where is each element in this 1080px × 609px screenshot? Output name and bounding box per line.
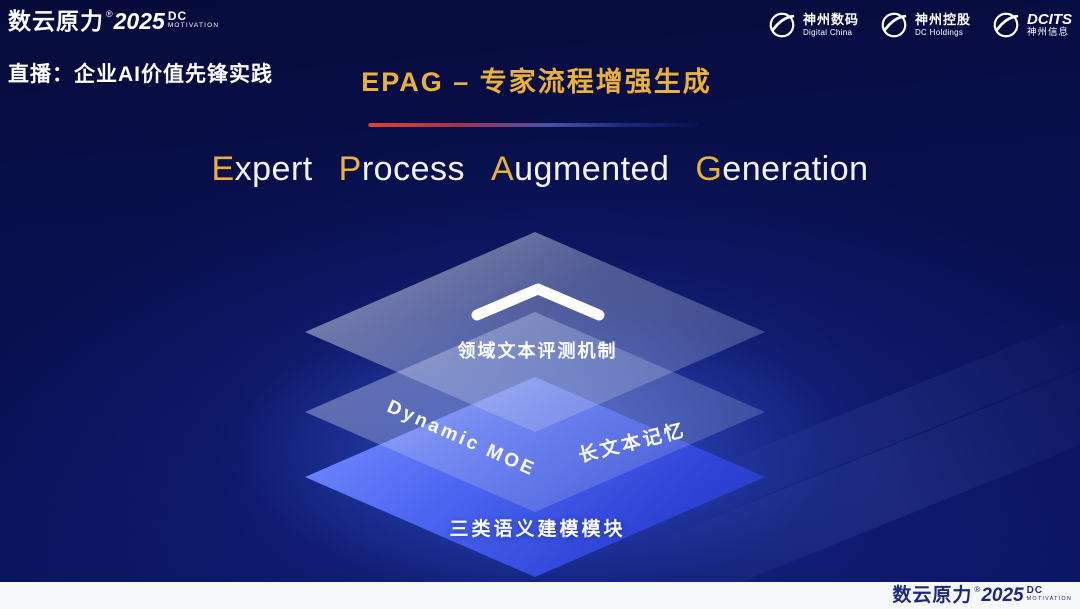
dc-holdings-swoosh-icon xyxy=(881,12,907,38)
brand-year: 2025 xyxy=(981,585,1024,606)
heading-word: Process xyxy=(339,150,465,188)
partner-logo-dcits: DCITS 神州信息 xyxy=(991,10,1072,40)
heading-word: Expert xyxy=(211,150,312,188)
heading-initial: P xyxy=(338,150,362,188)
heading-word: Generation xyxy=(695,150,868,188)
brand-dc: DC xyxy=(167,9,188,23)
registered-mark: ® xyxy=(974,585,981,594)
partner-subtitle: Digital China xyxy=(802,27,853,37)
heading-word: Augmented xyxy=(491,150,669,188)
partner-subtitle: DC Holdings xyxy=(914,27,964,37)
heading-rest: ugmented xyxy=(514,150,670,188)
partner-text: 神州控股 DC Holdings xyxy=(914,11,971,37)
brand-dc-motivation: DC MOTIVATION xyxy=(168,10,219,30)
partner-logos: 神州数码 Digital China 神州控股 DC Holdings DCIT… xyxy=(767,10,1072,40)
brand-dc: DC xyxy=(1026,585,1044,596)
main-heading: Expert Process Augmented Generation xyxy=(0,150,1080,189)
heading-initial: E xyxy=(211,150,235,188)
gradient-divider xyxy=(368,123,699,127)
registered-mark: ® xyxy=(106,9,113,19)
footer-bar: 数云原力 ® 2025 DC MOTIVATION xyxy=(0,582,1080,609)
brand-motivation: MOTIVATION xyxy=(1026,596,1072,602)
brand-dc-motivation: DC MOTIVATION xyxy=(1027,586,1072,603)
partner-title: 神州数码 xyxy=(802,11,859,27)
brand-name: 数云原力 xyxy=(892,585,973,606)
digital-china-swoosh-icon xyxy=(769,12,795,38)
partner-title: 神州控股 xyxy=(914,11,971,27)
heading-rest: xpert xyxy=(234,150,313,188)
partner-subtitle: 神州信息 xyxy=(1027,27,1070,39)
layer-stack-diagram: 领域文本评测机制 Dynamic MOE 长文本记忆 三类语义建模模块 xyxy=(305,232,770,582)
partner-logo-digital-china: 神州数码 Digital China xyxy=(767,10,859,40)
partner-text: DCITS 神州信息 xyxy=(1027,11,1072,39)
live-stream-label: 直播：企业AI价值先锋实践 xyxy=(8,63,273,86)
brand-name: 数云原力 xyxy=(8,8,104,34)
partner-text: 神州数码 Digital China xyxy=(802,11,859,37)
heading-initial: G xyxy=(695,150,723,188)
brand-year: 2025 xyxy=(113,8,165,34)
partner-title: DCITS xyxy=(1027,10,1072,28)
heading-rest: rocess xyxy=(361,150,465,188)
heading-rest: eneration xyxy=(722,150,869,188)
bottom-layer-label: 三类语义建模模块 xyxy=(449,519,626,540)
top-layer-label: 领域文本评测机制 xyxy=(457,341,618,361)
brand-logo-footer: 数云原力 ® 2025 DC MOTIVATION xyxy=(892,585,1072,606)
heading-initial: A xyxy=(490,150,515,188)
chevron-up-icon xyxy=(471,283,604,321)
brand-motivation: MOTIVATION xyxy=(167,22,220,29)
dcits-swoosh-icon xyxy=(993,12,1019,38)
partner-logo-dc-holdings: 神州控股 DC Holdings xyxy=(879,10,971,40)
slide-title: EPAG – 专家流程增强生成 xyxy=(361,67,712,97)
brand-logo-top: 数云原力 ® 2025 DC MOTIVATION xyxy=(8,10,219,33)
